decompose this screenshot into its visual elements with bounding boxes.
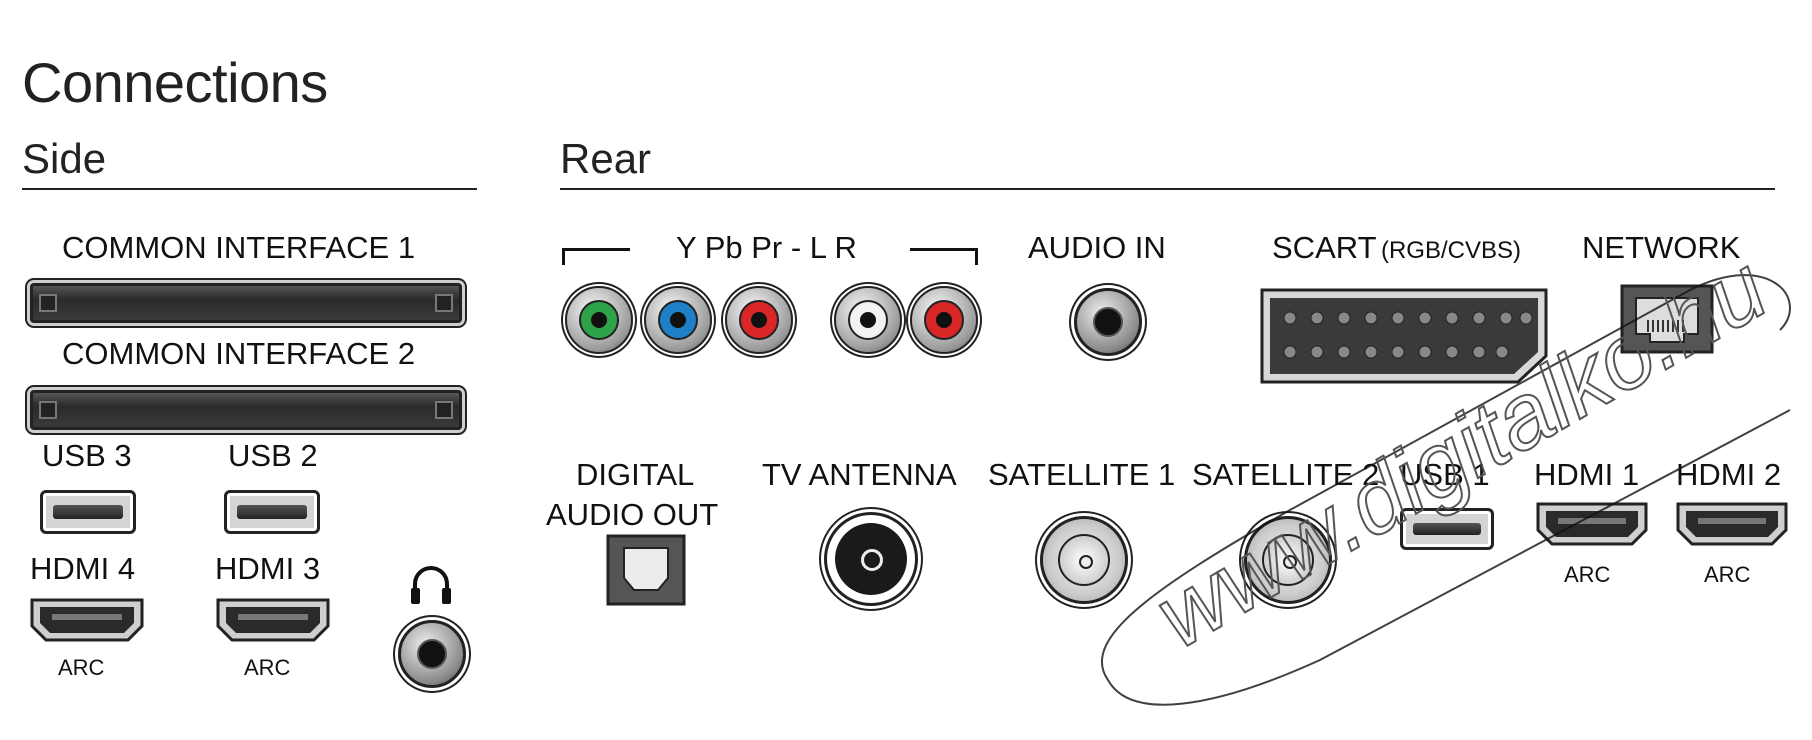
audio-l-white-jack[interactable] xyxy=(834,286,902,354)
ci1-slot[interactable] xyxy=(30,283,462,323)
hdmi1-arc: ARC xyxy=(1564,562,1611,587)
audio-in-label: AUDIO IN xyxy=(1028,230,1166,265)
hdmi3-label: HDMI 3 xyxy=(215,551,321,586)
hdmi3-arc: ARC xyxy=(244,655,291,680)
usb3-port[interactable] xyxy=(40,490,136,534)
headphone-jack[interactable] xyxy=(398,620,466,688)
ci2-slot[interactable] xyxy=(30,390,462,430)
scart-label-sub: (RGB/CVBS) xyxy=(1380,237,1521,264)
hdmi1-port[interactable] xyxy=(1534,500,1650,548)
hdmi3-port[interactable] xyxy=(214,596,332,644)
usb1-port[interactable] xyxy=(1400,508,1494,550)
component-bracket-right xyxy=(910,248,978,265)
audio-in-jack[interactable] xyxy=(1074,288,1142,356)
section-side: Side xyxy=(22,135,107,182)
usb1-label: USB 1 xyxy=(1400,457,1490,492)
rear-rule xyxy=(560,188,1775,190)
pb-blue-jack[interactable] xyxy=(644,286,712,354)
usb2-port[interactable] xyxy=(224,490,320,534)
ci1-label: COMMON INTERFACE 1 xyxy=(62,230,416,265)
satellite2-label: SATELLITE 2 xyxy=(1192,457,1380,492)
hdmi4-port[interactable] xyxy=(28,596,146,644)
usb2-label: USB 2 xyxy=(228,438,318,473)
headphones-icon xyxy=(411,566,451,604)
y-green-jack[interactable] xyxy=(565,286,633,354)
side-rule xyxy=(22,188,477,190)
hdmi4-arc: ARC xyxy=(58,655,105,680)
optical-port[interactable] xyxy=(606,534,686,606)
tv-antenna-label: TV ANTENNA xyxy=(762,457,957,492)
network-label: NETWORK xyxy=(1582,230,1741,265)
hdmi2-port[interactable] xyxy=(1674,500,1790,548)
pr-red-jack[interactable] xyxy=(725,286,793,354)
tv-antenna-port[interactable] xyxy=(824,512,918,606)
hdmi4-label: HDMI 4 xyxy=(30,551,136,586)
component-label: Y Pb Pr - L R xyxy=(676,230,857,265)
watermark-text: www.digitalko.hu xyxy=(1139,260,1783,667)
scart-label-main: SCART xyxy=(1272,230,1377,265)
satellite1-port[interactable] xyxy=(1040,516,1128,604)
usb3-label: USB 3 xyxy=(42,438,132,473)
scart-label: SCART (RGB/CVBS) xyxy=(1272,230,1521,266)
hdmi2-arc: ARC xyxy=(1704,562,1751,587)
page-title: Connections xyxy=(22,51,328,114)
watermark: www.digitalko.hu xyxy=(1101,260,1791,706)
audio-r-red-jack[interactable] xyxy=(910,286,978,354)
digital-audio-out-label-2: AUDIO OUT xyxy=(546,497,719,532)
hdmi2-label: HDMI 2 xyxy=(1676,457,1782,492)
ci2-label: COMMON INTERFACE 2 xyxy=(62,336,416,371)
hdmi1-label: HDMI 1 xyxy=(1534,457,1640,492)
satellite1-label: SATELLITE 1 xyxy=(988,457,1176,492)
scart-port[interactable] xyxy=(1256,284,1556,388)
digital-audio-out-label-1: DIGITAL xyxy=(576,457,695,492)
satellite2-port[interactable] xyxy=(1244,516,1332,604)
section-rear: Rear xyxy=(560,135,652,182)
component-bracket-left xyxy=(562,248,630,265)
